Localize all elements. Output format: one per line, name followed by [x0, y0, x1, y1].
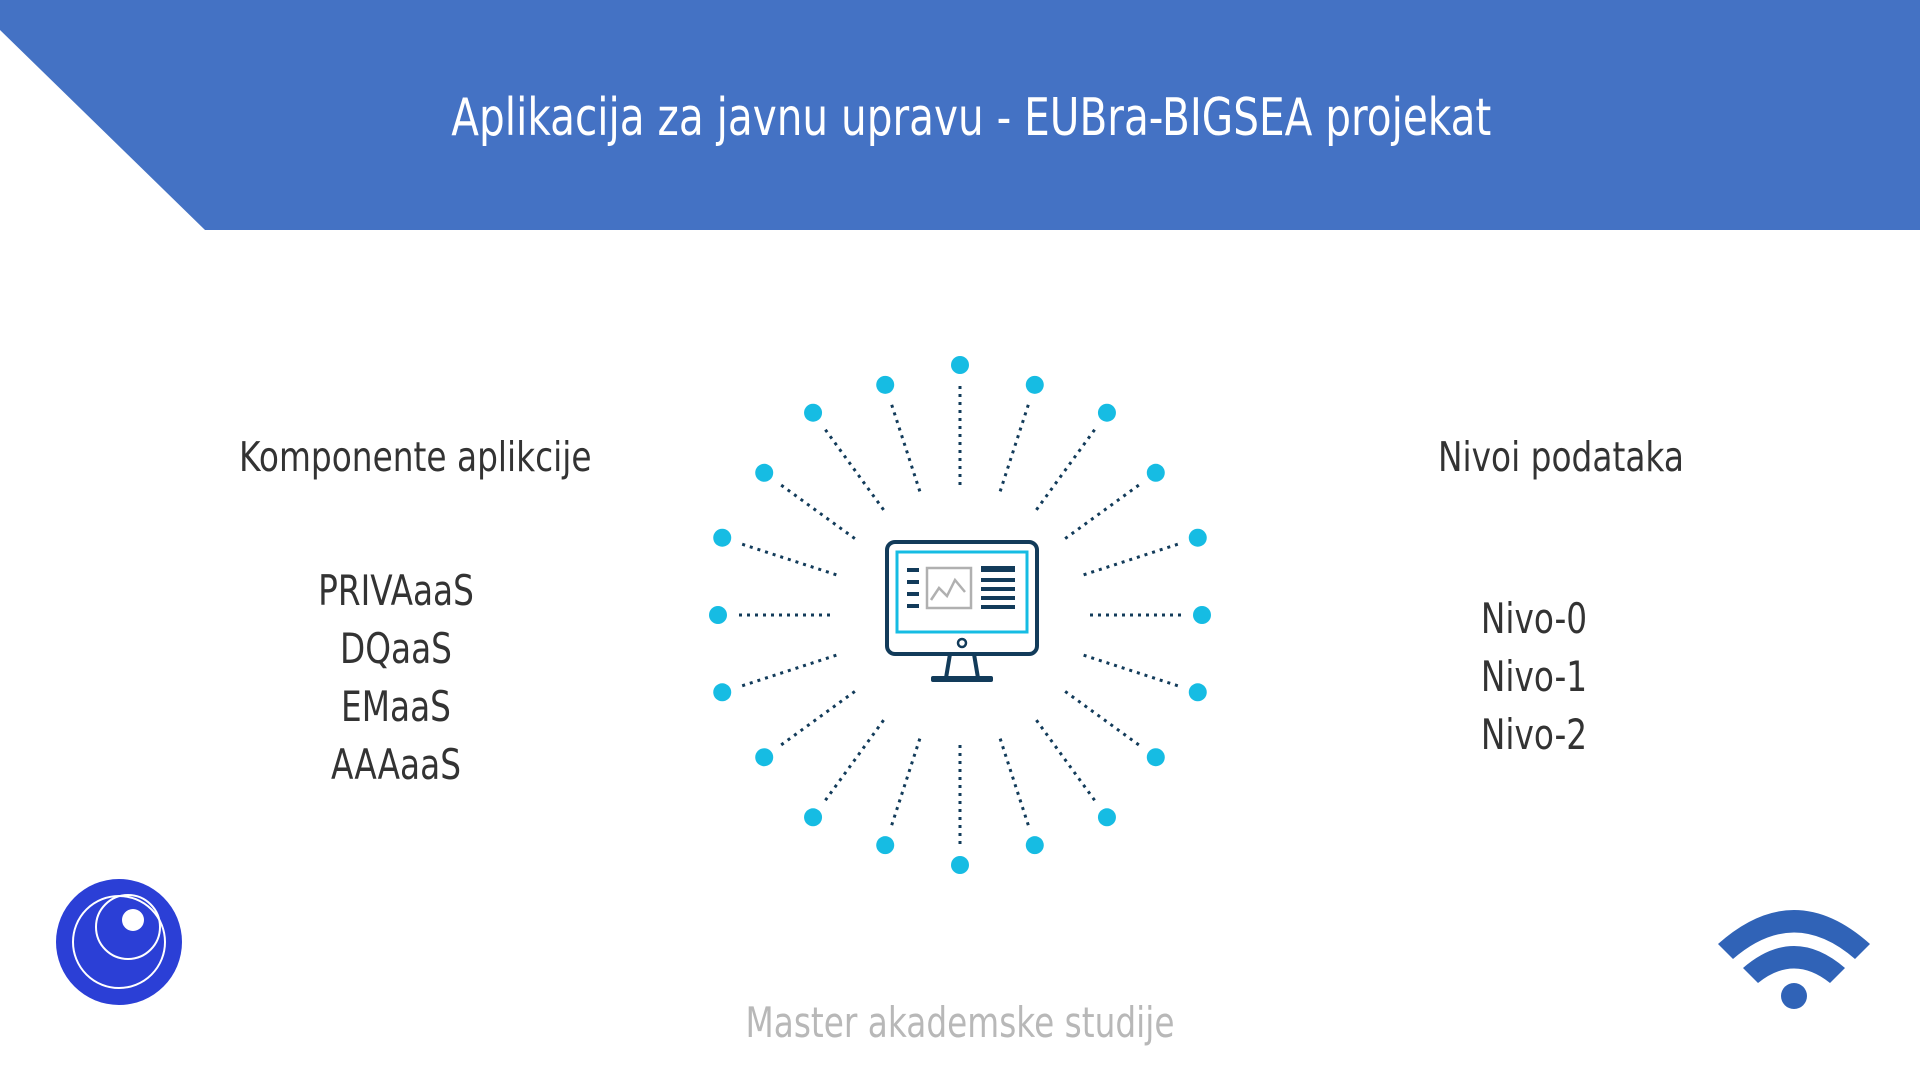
network-node-icon	[713, 683, 732, 702]
network-rays	[709, 356, 1211, 874]
network-node-icon	[1146, 748, 1165, 767]
component-item: AAAaaS	[330, 740, 461, 789]
dotted-ray	[779, 483, 856, 540]
network-node-icon	[713, 528, 732, 547]
slide-title: Aplikacija za javnu upravu - EUBra-BIGSE…	[451, 88, 1492, 148]
components-list: PRIVAaaS DQaaS EMaaS AAAaaS	[296, 562, 496, 794]
network-node-icon	[876, 836, 895, 855]
network-node-icon	[804, 808, 823, 827]
network-node-icon	[1097, 808, 1116, 827]
dotted-ray	[823, 719, 885, 802]
circle-logo-icon	[56, 879, 182, 1005]
component-item: EMaaS	[341, 682, 451, 731]
data-levels-list: Nivo-0 Nivo-1 Nivo-2	[1434, 590, 1634, 764]
dotted-ray	[779, 690, 856, 747]
data-level-item: Nivo-0	[1480, 594, 1588, 643]
network-node-icon	[1188, 683, 1207, 702]
dotted-ray	[1035, 719, 1097, 802]
data-levels-heading: Nivoi podataka	[1438, 433, 1684, 481]
dotted-ray	[1035, 428, 1097, 511]
dotted-ray	[1083, 653, 1180, 688]
dotted-ray	[1064, 690, 1141, 747]
dotted-ray	[998, 403, 1031, 492]
component-item: DQaaS	[340, 624, 452, 673]
footer-text: Master akademske studije	[745, 998, 1175, 1047]
component-item: PRIVAaaS	[318, 566, 474, 615]
network-node-icon	[755, 748, 774, 767]
network-node-icon	[1025, 836, 1044, 855]
network-node-icon	[1025, 375, 1044, 394]
dotted-ray	[889, 403, 922, 492]
components-heading: Komponente aplikcije	[239, 433, 592, 481]
network-node-icon	[804, 403, 823, 422]
network-node-icon	[1188, 528, 1207, 547]
dotted-ray	[998, 738, 1031, 827]
data-level-item: Nivo-2	[1480, 710, 1588, 759]
network-node-icon	[1097, 403, 1116, 422]
wifi-icon	[1718, 910, 1870, 1009]
data-level-item: Nivo-1	[1480, 652, 1588, 701]
network-node-icon	[755, 463, 774, 482]
network-node-icon	[1193, 606, 1211, 624]
title-banner	[0, 0, 1920, 230]
network-node-icon	[951, 356, 969, 374]
dotted-ray	[740, 542, 837, 577]
dotted-ray	[740, 653, 837, 688]
dotted-ray	[823, 428, 885, 511]
network-node-icon	[709, 606, 727, 624]
dotted-ray	[1083, 542, 1180, 577]
dotted-ray	[889, 738, 922, 827]
network-node-icon	[1146, 463, 1165, 482]
network-node-icon	[951, 856, 969, 874]
monitor-icon	[885, 540, 1039, 682]
dotted-ray	[1064, 483, 1141, 540]
network-hub-graphic	[709, 356, 1211, 874]
network-node-icon	[876, 375, 895, 394]
